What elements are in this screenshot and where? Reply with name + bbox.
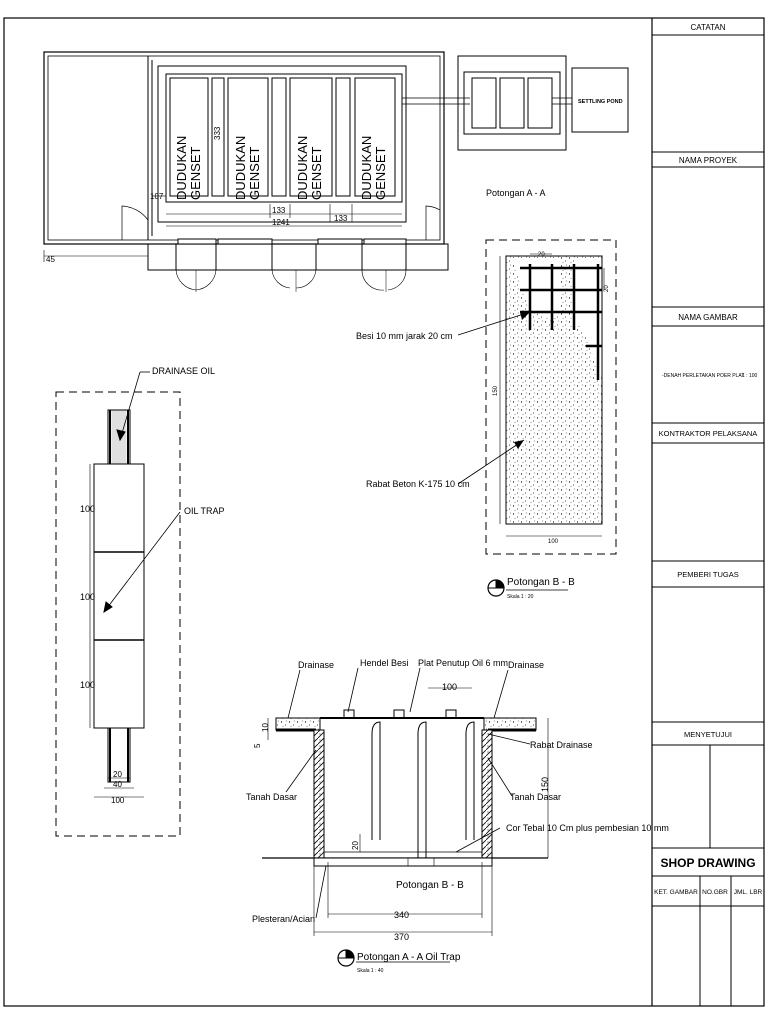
genset-label-1a: DUDUKAN bbox=[174, 136, 189, 200]
aa-drainase-right: Drainase bbox=[508, 660, 544, 670]
aa-dim-370: 370 bbox=[394, 932, 409, 942]
settling-pond-label: SETTLING POND bbox=[578, 99, 623, 105]
title-block: CATATAN NAMA PROYEK NAMA GAMBAR -DENAH P… bbox=[651, 18, 764, 1006]
menyetujui-label: MENYETUJUI bbox=[684, 730, 732, 739]
nama-gambar-value: -DENAH PERLETAKAN POER PLAT bbox=[662, 373, 744, 379]
ket-gambar-label: KET. GAMBAR bbox=[654, 889, 698, 896]
ot-dim-40: 40 bbox=[113, 780, 122, 789]
ot-dim-100a: 100 bbox=[80, 504, 95, 514]
drainase-oil-label: DRAINASE OIL bbox=[152, 366, 215, 376]
bb-dim-20-side: 20 bbox=[604, 285, 610, 292]
ot-dim-100c: 100 bbox=[80, 680, 95, 690]
oil-trap-label: OIL TRAP bbox=[184, 506, 225, 516]
aa-title: Potongan A - A Oil Trap bbox=[357, 952, 461, 963]
dim-133b: 133 bbox=[334, 214, 348, 223]
besi-label: Besi 10 mm jarak 20 cm bbox=[356, 331, 453, 341]
aa-dim-5: 5 bbox=[253, 743, 262, 748]
aa-dim-100: 100 bbox=[442, 682, 457, 692]
shop-drawing-label: SHOP DRAWING bbox=[660, 856, 755, 870]
jml-lbr-label: JML. LBR bbox=[734, 889, 763, 896]
aa-plat-penutup: Plat Penutup Oil 6 mm bbox=[418, 658, 508, 668]
ot-dim-20: 20 bbox=[113, 770, 122, 779]
aa-rabat-drainase: Rabat Drainase bbox=[530, 740, 593, 750]
section-aa-oil-text: Drainase Hendel Besi Plat Penutup Oil 6 … bbox=[246, 658, 669, 974]
aa-potongan-bb: Potongan B - B bbox=[396, 880, 464, 891]
potongan-aa-label: Potongan A - A bbox=[486, 188, 546, 198]
genset-label-3b: GENSET bbox=[309, 146, 324, 200]
dim-107: 107 bbox=[150, 192, 164, 201]
dim-333: 333 bbox=[213, 126, 222, 140]
section-bb-detail bbox=[457, 239, 617, 597]
nama-gambar-label: NAMA GAMBAR bbox=[678, 313, 738, 322]
nama-gambar-scale: 1 : 100 bbox=[742, 373, 758, 379]
genset-plan-text: DUDUKAN GENSET DUDUKAN GENSET DUDUKAN GE… bbox=[46, 99, 623, 264]
oil-trap-plan bbox=[55, 371, 181, 837]
oil-trap-plan-text: DRAINASE OIL OIL TRAP 100 100 100 20 40 … bbox=[80, 366, 225, 805]
aa-drainase-left: Drainase bbox=[298, 660, 334, 670]
aa-dim-10: 10 bbox=[261, 723, 270, 732]
bb-title: Potongan B - B bbox=[507, 577, 575, 588]
aa-scale: Skala 1 : 40 bbox=[357, 968, 384, 974]
dim-133a: 133 bbox=[272, 206, 286, 215]
genset-label-2a: DUDUKAN bbox=[233, 136, 248, 200]
ot-dim-100-bottom: 100 bbox=[111, 796, 125, 805]
bb-dim-150: 150 bbox=[493, 385, 499, 396]
genset-label-2b: GENSET bbox=[247, 146, 262, 200]
rabat-beton-label: Rabat Beton K-175 10 cm bbox=[366, 479, 470, 489]
aa-tanah-dasar-right: Tanah Dasar bbox=[510, 792, 561, 802]
no-gbr-label: NO.GBR bbox=[702, 889, 728, 896]
aa-hendel-besi: Hendel Besi bbox=[360, 658, 409, 668]
kontraktor-label: KONTRAKTOR PELAKSANA bbox=[659, 429, 758, 438]
aa-plesteran: Plesteran/Acian bbox=[252, 914, 315, 924]
genset-label-1b: GENSET bbox=[188, 146, 203, 200]
genset-label-3a: DUDUKAN bbox=[295, 136, 310, 200]
dim-45: 45 bbox=[46, 255, 55, 264]
sheet-border bbox=[3, 17, 765, 1007]
aa-dim-150: 150 bbox=[540, 777, 550, 792]
genset-plan bbox=[43, 51, 629, 292]
genset-label-4a: DUDUKAN bbox=[359, 136, 374, 200]
aa-dim-20: 20 bbox=[351, 841, 360, 850]
catatan-label: CATATAN bbox=[691, 23, 726, 32]
aa-cor-tebal: Cor Tebal 10 Cm plus pembesian 10 mm bbox=[506, 823, 669, 833]
section-bb-text: 20 20 150 100 Besi 10 mm jarak 20 cm Rab… bbox=[356, 252, 610, 600]
aa-dim-340: 340 bbox=[394, 910, 409, 920]
pemberi-tugas-label: PEMBERI TUGAS bbox=[677, 570, 739, 579]
bb-scale: Skala 1 : 20 bbox=[507, 594, 534, 600]
nama-proyek-label: NAMA PROYEK bbox=[679, 156, 738, 165]
bb-dim-100: 100 bbox=[548, 539, 559, 545]
aa-tanah-dasar-left: Tanah Dasar bbox=[246, 792, 297, 802]
section-aa-oil-trap bbox=[262, 667, 549, 967]
bb-dim-20-top: 20 bbox=[538, 252, 545, 258]
ot-dim-100b: 100 bbox=[80, 592, 95, 602]
dim-1241: 1241 bbox=[272, 218, 290, 227]
genset-label-4b: GENSET bbox=[373, 146, 388, 200]
